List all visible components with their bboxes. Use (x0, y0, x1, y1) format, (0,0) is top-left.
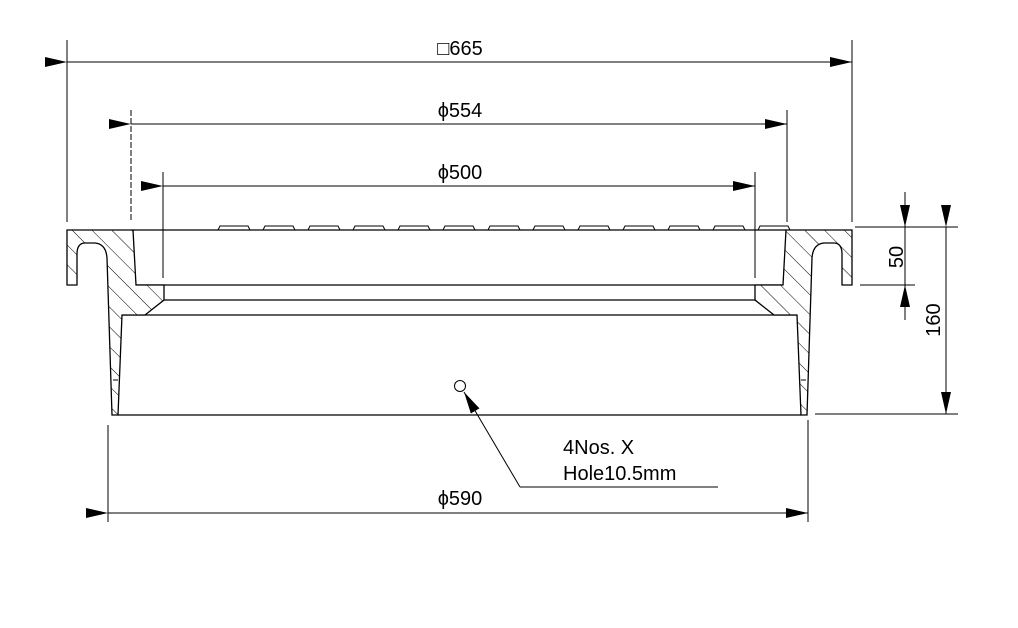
ridge-mark (622, 225, 656, 231)
ridge-mark (217, 225, 251, 231)
dimension-base-diameter: ϕ590 (86, 420, 809, 522)
ridge-mark (757, 225, 791, 231)
dimension-label-665: □665 (437, 38, 482, 60)
dimension-inner-diameter: ϕ500 (141, 162, 756, 278)
ridge-mark (352, 225, 386, 231)
dimension-label-590: ϕ590 (438, 488, 483, 510)
dimension-label-160: 160 (923, 303, 945, 336)
top-ridges (217, 225, 791, 231)
dimension-overall-square: □665 (45, 38, 853, 222)
dimension-flange-height: 50 (855, 192, 958, 320)
note-line-2: Hole10.5mm (563, 463, 676, 485)
hole-callout: 4Nos. X Hole10.5mm (454, 380, 718, 488)
dimension-total-height: 160 (815, 205, 958, 415)
ridge-mark (397, 225, 431, 231)
ridge-mark (712, 225, 746, 231)
dimension-label-50: 50 (886, 246, 908, 268)
hole-marker (454, 380, 466, 392)
dimension-outer-diameter: ϕ554 (109, 100, 788, 222)
ridge-mark (442, 225, 476, 231)
dimension-label-554: ϕ554 (438, 100, 483, 122)
ridge-mark (667, 225, 701, 231)
ridge-mark (577, 225, 611, 231)
dimension-label-500: ϕ500 (438, 162, 483, 184)
ridge-mark (532, 225, 566, 231)
ridge-mark (307, 225, 341, 231)
left-section (66, 229, 165, 416)
note-line-1: 4Nos. X (563, 437, 634, 459)
frame-section (66, 225, 853, 416)
ridge-mark (262, 225, 296, 231)
right-section (754, 229, 853, 416)
ridge-mark (487, 225, 521, 231)
